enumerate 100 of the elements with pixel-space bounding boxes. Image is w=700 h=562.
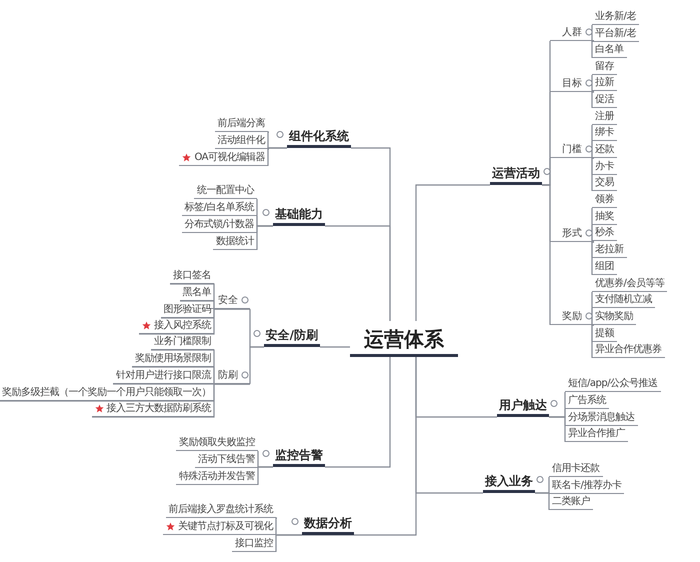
subtopic [550,142,594,158]
connector-line [267,147,287,167]
connector-line [415,184,490,321]
leaf-topic [214,132,268,149]
leaf-topic [592,241,626,258]
connector-line [320,346,350,348]
topic-text: 广告系统 [568,394,606,408]
connector-line [256,225,273,251]
leaf-topic [592,291,655,308]
connector-line [591,224,594,243]
leaf-topic [214,115,268,132]
topic-text: 留存 [595,60,614,74]
topic-text: 统一配置中心 [197,184,254,198]
connector-line [415,357,483,494]
connector-line [139,308,250,335]
connector-line [92,383,250,418]
topic-text: 异业合作优惠券 [595,342,662,357]
leaf-topic [213,233,257,250]
leaf-topic [182,216,257,233]
leaf-topic [180,284,214,301]
leaf-topic [0,384,214,401]
topic-text: 接口监控 [235,536,273,551]
topic-text: 实物奖励 [595,310,633,324]
topic-text: 奖励 [562,310,582,324]
topic-text: 运营体系 [364,326,444,353]
topic-text: 分布式锁/计数器 [184,218,254,232]
leaf-topic [176,468,258,485]
topic-text: 分场景消息触达 [568,410,634,425]
topic-text: 白名单 [595,42,624,57]
topic-text: 老拉新 [595,242,624,257]
topic-text: 接口签名 [173,268,211,283]
leaf-topic [549,493,593,510]
leaf-topic [163,518,276,535]
leaf-topic [592,91,617,108]
subtopic [550,76,594,92]
connector-line [591,40,594,59]
leaf-topic [565,425,628,442]
topic-text: 接入风控系统 [154,318,211,333]
topic-text: 绑卡 [595,126,614,140]
topic-text: 业务新/老 [595,10,636,24]
topic-text: 注册 [595,110,614,124]
topic-text: 活动组件化 [218,134,265,148]
leaf-topic [549,460,602,477]
connector-line [275,534,302,553]
topic-text: 用户触达 [499,397,547,414]
connector-line [549,416,566,443]
leaf-topic [179,149,268,166]
topic-text: 秒杀 [595,226,614,240]
topic-text: 奖励多级拦截（一个奖励一个用户只能领取一次） [2,386,211,400]
topic-text: 抽奖 [595,210,614,224]
topic-text: 奖励领取失败监控 [179,436,255,450]
topic-text: 前后端分离 [218,116,265,131]
leaf-topic [166,501,276,518]
connector-line [591,324,594,359]
connector-line [249,346,264,385]
topic-text: 平台新/老 [595,26,636,41]
connector-line [591,74,594,93]
connector-line [591,140,594,159]
topic-text: 拉新 [595,76,614,90]
topic-text: 黑名单 [182,286,211,300]
leaf-topic [592,25,639,42]
topic-text: 数据统计 [216,234,254,249]
subtopic [550,309,594,325]
topic-text: 图形验证码 [164,303,211,317]
leaf-topic [592,224,617,241]
topic-text: 监控告警 [275,447,323,464]
leaf-topic [592,308,636,325]
connector-line [591,91,594,109]
topic-text: 特殊活动并发告警 [179,470,255,484]
topic-text: 形式 [562,226,582,241]
connector-line [257,466,273,486]
topic-text: 接入业务 [485,473,533,490]
leaf-topic [592,141,617,158]
leaf-topic [592,275,668,292]
connector-line [535,492,550,511]
topic-text: 安全/防刷 [266,327,318,344]
leaf-topic [592,158,617,175]
topic-text: 联名卡/推荐办卡 [552,478,622,493]
topic-text: 组件化系统 [289,128,349,145]
leaf-topic [565,392,609,409]
topic-text: 促活 [595,93,614,107]
leaf-topic [592,8,639,25]
topic-text: 异业合作推广 [568,426,625,441]
leaf-topic [592,258,617,275]
topic-text: 交易 [595,176,614,190]
topic-text: 关键节点打标及可视化 [178,520,273,534]
leaf-topic [592,74,617,91]
leaf-topic [592,108,617,125]
leaf-topic [170,267,214,284]
leaf-topic [565,375,661,392]
connector-line [542,184,551,326]
leaf-topic [592,124,617,141]
connector-line [591,157,594,192]
leaf-topic [132,350,214,367]
topic-text: 运营活动 [492,165,540,182]
leaf-topic [592,174,617,191]
leaf-topic [92,400,214,417]
leaf-topic [151,333,214,350]
leaf-topic [194,182,257,199]
leaf-topic [592,208,617,225]
